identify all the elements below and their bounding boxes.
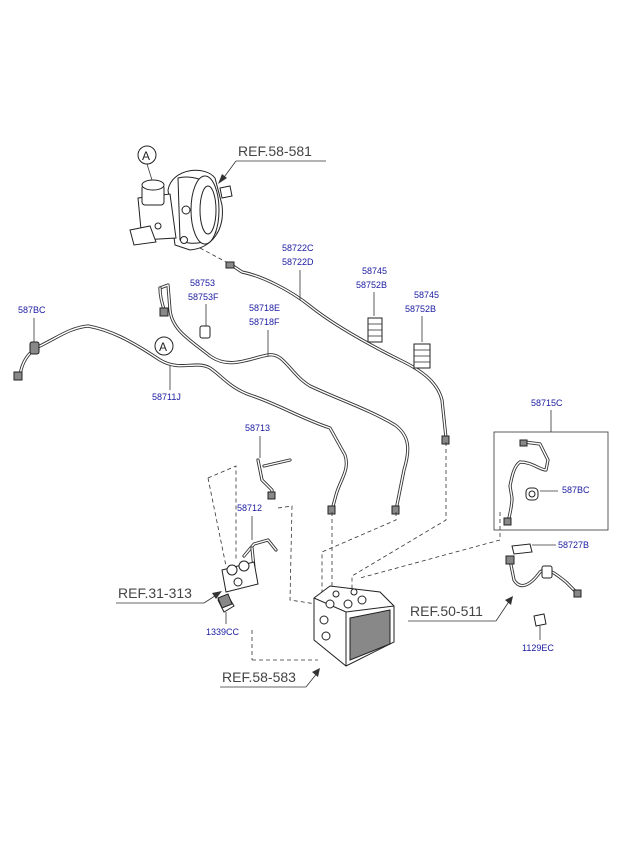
pipe-58711j[interactable]: 58711J <box>152 366 181 402</box>
part-1129ec[interactable]: 1129EC <box>522 643 554 653</box>
ref-master-cylinder[interactable]: REF.58-581 <box>218 143 326 184</box>
pipe-58722[interactable]: 58722C 58722D <box>282 243 314 300</box>
part-58712[interactable]: 58712 <box>237 503 262 513</box>
part-58727b[interactable]: 58727B <box>558 540 589 550</box>
part-1339cc[interactable]: 1339CC <box>206 627 240 637</box>
front-hose-detail-box <box>493 410 609 531</box>
part-58715c[interactable]: 58715C <box>531 398 563 408</box>
ref-hecu[interactable]: REF.58-583 <box>220 668 320 688</box>
assembly-dashed-lines <box>207 442 501 661</box>
part-58753f[interactable]: 58753F <box>188 292 219 302</box>
pipe-58712[interactable]: 58712 <box>237 503 278 570</box>
ref-58-583-label[interactable]: REF.58-583 <box>222 669 296 685</box>
part-587bc-right[interactable]: 587BC <box>562 485 590 495</box>
clip-58753[interactable]: 58753 58753F <box>188 278 219 339</box>
pipe-58713[interactable]: 58713 <box>245 423 292 500</box>
part-58711j[interactable]: 58711J <box>152 392 181 402</box>
ref-58-581-label[interactable]: REF.58-581 <box>238 143 312 159</box>
part-58713[interactable]: 58713 <box>245 423 270 433</box>
part-58722c[interactable]: 58722C <box>282 243 314 253</box>
part-58753[interactable]: 58753 <box>190 278 215 288</box>
part-58752b-a[interactable]: 58752B <box>356 280 387 290</box>
circle-a-pipe-label: A <box>159 340 167 354</box>
part-58745-b[interactable]: 58745 <box>414 290 439 300</box>
part-58718f[interactable]: 58718F <box>249 317 280 327</box>
brake-booster-assembly <box>129 163 233 251</box>
clip-58727b[interactable]: 58727B <box>511 540 589 555</box>
circle-mark-a-top: A <box>137 145 157 165</box>
bolt-1129ec[interactable]: 1129EC <box>522 613 554 653</box>
ref-bracket[interactable]: REF.31-313 <box>116 585 222 604</box>
ref-31-313-label[interactable]: REF.31-313 <box>118 585 192 601</box>
clip-587bc-right[interactable]: 587BC <box>562 485 590 495</box>
circle-a-label: A <box>142 149 150 163</box>
part-58752b-b[interactable]: 58752B <box>405 304 436 314</box>
pipe-58715c[interactable]: 58715C <box>531 398 563 408</box>
ref-front-hose[interactable]: REF.50-511 <box>408 596 513 622</box>
part-58745-a[interactable]: 58745 <box>362 266 387 276</box>
mounting-bracket <box>217 560 259 613</box>
part-587bc-left[interactable]: 587BC <box>18 305 46 315</box>
hecu-abs-unit <box>313 585 395 667</box>
pipe-58718[interactable]: 58718E 58718F <box>249 303 280 356</box>
circle-mark-a-pipe: A <box>154 336 174 356</box>
clip-587bc-left[interactable]: 587BC <box>18 305 46 355</box>
nut-1339cc[interactable]: 1339CC <box>206 612 240 637</box>
part-58718e[interactable]: 58718E <box>249 303 280 313</box>
clip-58745-b[interactable]: 58745 58752B <box>405 290 439 369</box>
ref-50-511-label[interactable]: REF.50-511 <box>410 603 483 619</box>
clip-58745-a[interactable]: 58745 58752B <box>356 266 387 343</box>
front-brake-hose <box>505 555 582 598</box>
brake-pipes <box>13 247 450 515</box>
part-58722d[interactable]: 58722D <box>282 257 314 267</box>
